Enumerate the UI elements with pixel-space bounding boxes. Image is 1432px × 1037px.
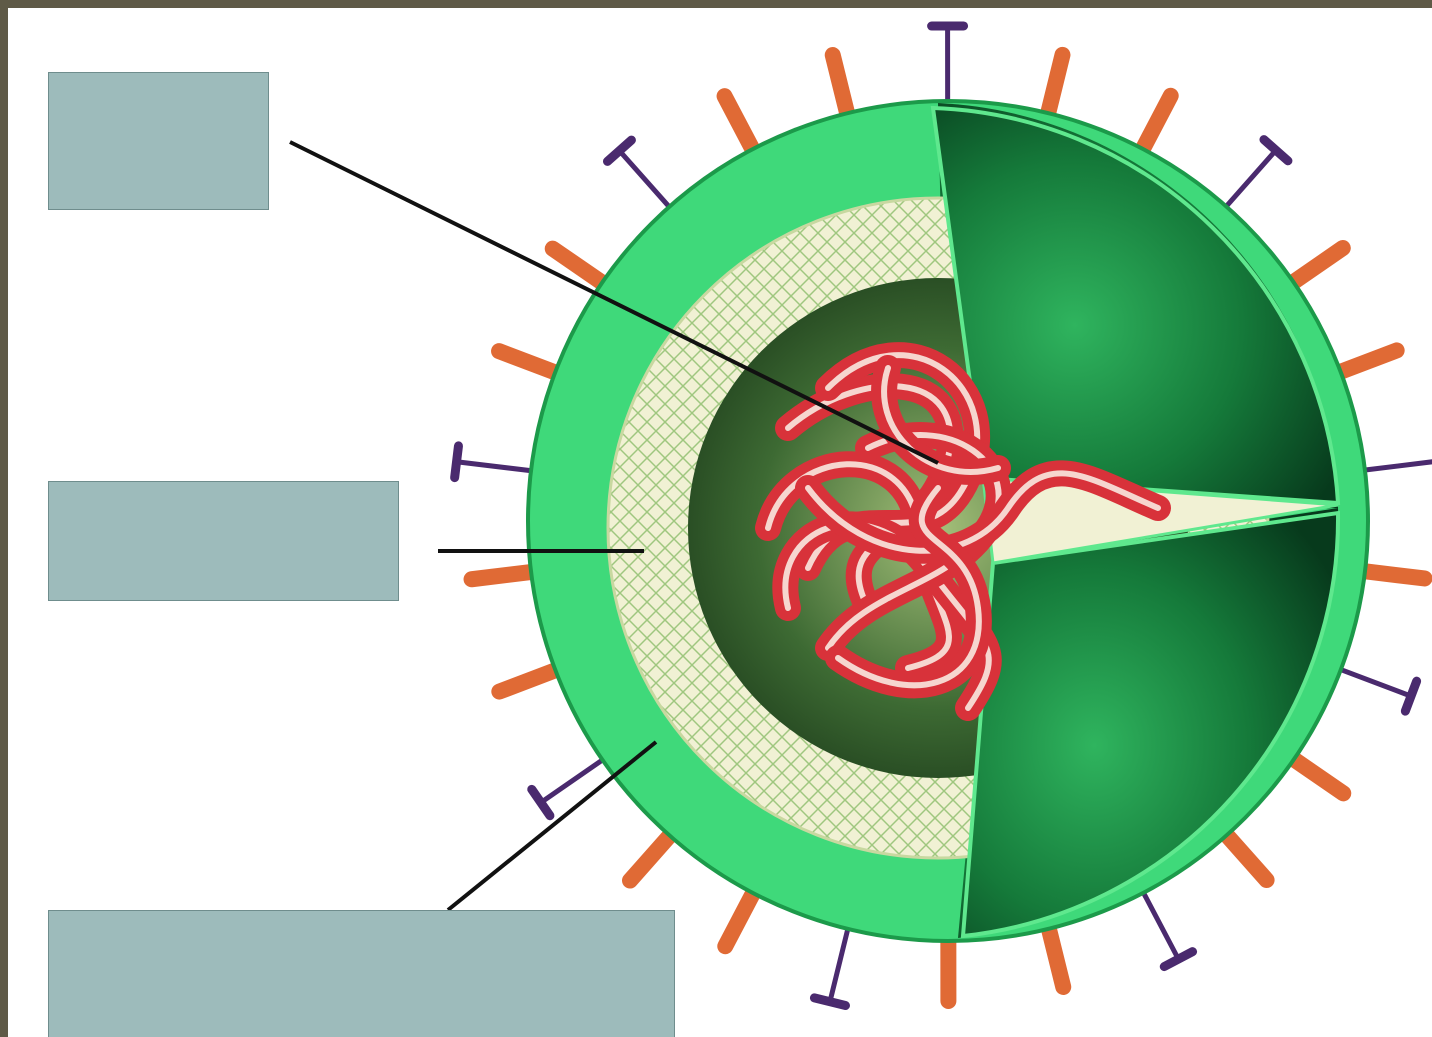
spike-protein-purple — [814, 919, 850, 1005]
spike-protein-purple — [1331, 666, 1416, 711]
cutaway-top-wedge — [933, 108, 1338, 503]
spike-protein-purple — [1220, 140, 1288, 214]
label-box-genetic-material[interactable] — [48, 72, 269, 210]
spike-protein-purple — [1139, 884, 1193, 967]
label-box-capsid[interactable] — [48, 481, 399, 601]
spike-protein-purple — [607, 140, 675, 214]
spike-protein-purple — [532, 754, 611, 816]
spike-protein-purple — [455, 446, 541, 478]
label-box-envelope[interactable] — [48, 910, 675, 1037]
diagram-canvas — [8, 8, 1432, 1037]
spike-protein-purple — [932, 26, 964, 111]
